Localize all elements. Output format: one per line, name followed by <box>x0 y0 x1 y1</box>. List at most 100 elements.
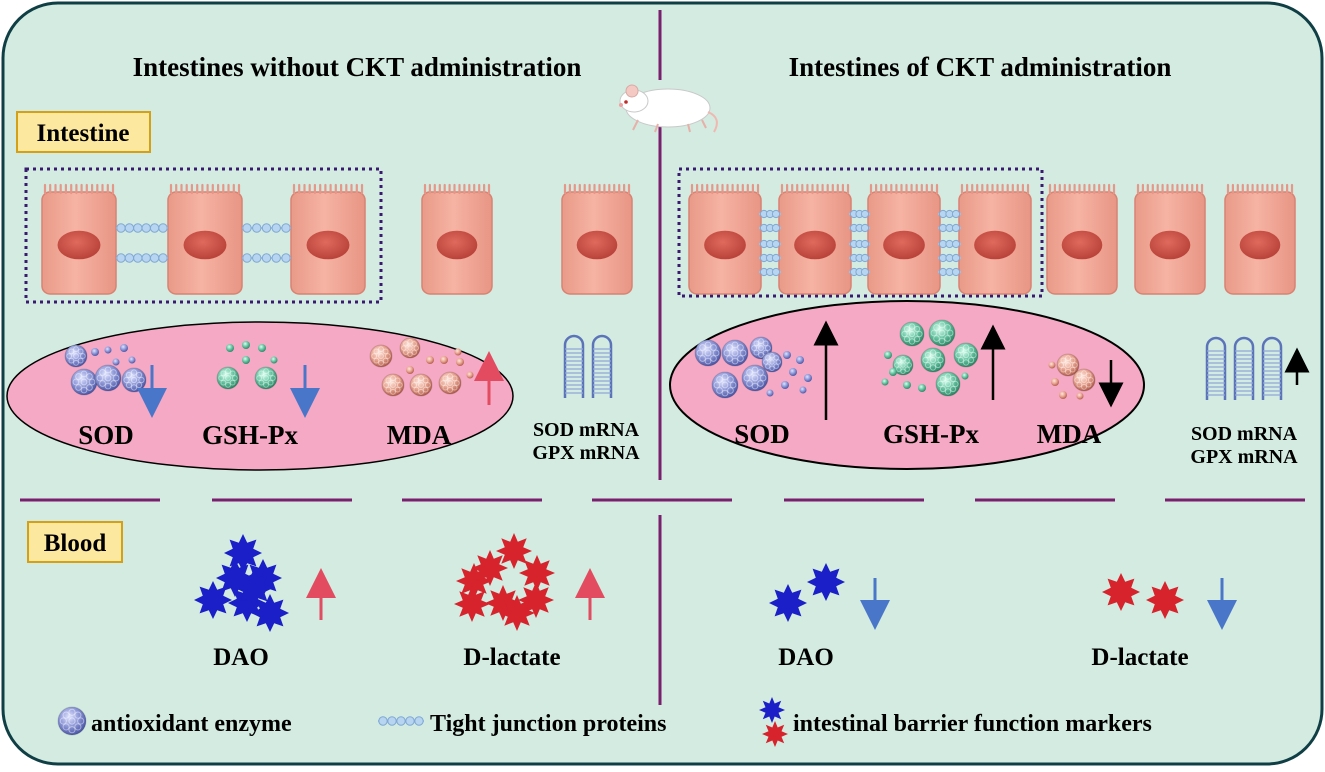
enzyme-particle <box>406 366 414 374</box>
antioxidant-enzyme-icon <box>70 368 98 396</box>
enzyme-particle <box>804 374 812 382</box>
tight-junction-icon <box>938 253 961 263</box>
left-gpx-mrna-label: GPX mRNA <box>532 442 640 464</box>
blood-section-label: Blood <box>27 521 123 563</box>
star-marker-icon <box>769 584 807 622</box>
right-header: Intestines of CKT administration <box>789 52 1172 82</box>
right-lactate-label: D-lactate <box>1091 644 1188 671</box>
enzyme-particle <box>1076 392 1084 400</box>
star-marker-icon <box>1102 573 1140 611</box>
tight-junction-icon <box>938 267 961 277</box>
star-marker-icon <box>472 550 508 586</box>
antioxidant-enzyme-icon <box>369 344 393 368</box>
legend-markers-text: intestinal barrier function markers <box>793 711 1152 737</box>
legend-enzyme-icon <box>57 706 87 736</box>
left-sod-label: SOD <box>78 420 134 450</box>
epithelial-cell <box>688 183 762 295</box>
enzyme-particle <box>884 351 892 359</box>
epithelial-cell <box>1046 183 1118 295</box>
tight-junction-icon <box>759 209 781 219</box>
star-marker-icon <box>454 586 490 622</box>
antioxidant-enzyme-icon <box>64 344 88 368</box>
left-sod-mrna-label: SOD mRNA <box>533 419 640 441</box>
antioxidant-enzyme-icon <box>892 354 914 376</box>
tight-junction-icon <box>849 223 870 233</box>
right-gsh-label: GSH-Px <box>883 419 980 449</box>
tight-junction-icon <box>849 253 870 263</box>
star-marker-icon <box>518 582 554 618</box>
tight-junction-icon <box>938 209 961 219</box>
enzyme-particle <box>440 356 448 364</box>
tight-junction-icon <box>759 253 781 263</box>
enzyme-particle <box>91 348 99 356</box>
antioxidant-enzyme-icon <box>761 351 783 373</box>
tight-junction-icon <box>938 239 961 249</box>
left-dao-label: DAO <box>213 644 269 671</box>
svg-text:Intestine: Intestine <box>36 120 129 147</box>
legend-enzyme-text: antioxidant enzyme <box>91 711 292 737</box>
antioxidant-enzyme-icon <box>409 373 433 397</box>
rna-hairpin-icon <box>563 334 585 398</box>
tight-junction-icons <box>116 209 961 277</box>
legend-tight-junction-icon <box>378 716 424 726</box>
enzyme-particle <box>1051 378 1059 386</box>
rna-hairpin-icon <box>1233 336 1255 400</box>
tight-junction-icon <box>849 239 870 249</box>
star-marker-icon <box>759 697 785 723</box>
antioxidant-enzyme-icon <box>94 364 122 392</box>
enzyme-particle <box>242 356 250 364</box>
antioxidant-enzyme-icon <box>121 367 147 393</box>
antioxidant-enzyme-icon <box>216 366 240 390</box>
epithelial-cells <box>41 183 1296 295</box>
star-marker-icon <box>224 534 262 572</box>
antioxidant-enzyme-icon <box>438 371 462 395</box>
epithelial-cell <box>41 183 117 295</box>
enzyme-particle <box>258 344 266 352</box>
epithelial-cell <box>561 183 633 295</box>
star-marker-icon <box>1146 581 1184 619</box>
star-marker-icon <box>762 721 788 747</box>
rna-hairpin-icon <box>591 334 613 398</box>
tight-junction-icon <box>242 253 291 263</box>
right-sod-mrna-label: SOD mRNA <box>1191 423 1298 445</box>
star-marker-icon <box>216 559 254 597</box>
antioxidant-enzyme-icon <box>721 339 749 367</box>
antioxidant-enzyme-clusters <box>64 319 1096 400</box>
intestine-section-label: Intestine <box>16 111 151 153</box>
legend-marker-icon <box>759 697 788 747</box>
barrier-marker-clusters <box>194 533 1184 632</box>
enzyme-particle <box>226 344 234 352</box>
left-mda-label: MDA <box>387 420 452 450</box>
antioxidant-enzyme-icon <box>920 347 946 373</box>
antioxidant-enzyme-icon <box>749 336 773 360</box>
antioxidant-enzyme-icon <box>694 339 722 367</box>
svg-text:Blood: Blood <box>44 530 107 557</box>
left-header: Intestines without CKT administration <box>133 52 582 82</box>
epithelial-cell <box>1224 183 1296 295</box>
enzyme-particle <box>112 358 120 366</box>
enzyme-particle <box>961 372 969 380</box>
left-lactate-label: D-lactate <box>463 644 560 671</box>
enzyme-particle <box>903 381 911 389</box>
right-dao-label: DAO <box>778 644 834 671</box>
enzyme-particle <box>120 344 128 352</box>
enzyme-particle <box>242 341 250 349</box>
antioxidant-enzyme-icon <box>254 366 278 390</box>
antioxidant-enzyme-icon <box>953 342 979 368</box>
tight-junction-icon <box>849 209 870 219</box>
epithelial-cell <box>778 183 852 295</box>
enzyme-particle <box>128 356 136 364</box>
epithelial-cell <box>421 183 493 295</box>
antioxidant-enzyme-icon <box>1056 353 1080 377</box>
right-sod-label: SOD <box>734 419 790 449</box>
tight-junction-icon <box>849 267 870 277</box>
antioxidant-enzyme-icon <box>899 321 925 347</box>
antioxidant-enzyme-icon <box>381 373 405 397</box>
tight-junction-icon <box>116 253 168 263</box>
antioxidant-enzyme-icon <box>928 319 956 347</box>
enzyme-particle <box>426 356 434 364</box>
left-gsh-label: GSH-Px <box>202 420 299 450</box>
antioxidant-enzyme-icon <box>57 706 87 736</box>
